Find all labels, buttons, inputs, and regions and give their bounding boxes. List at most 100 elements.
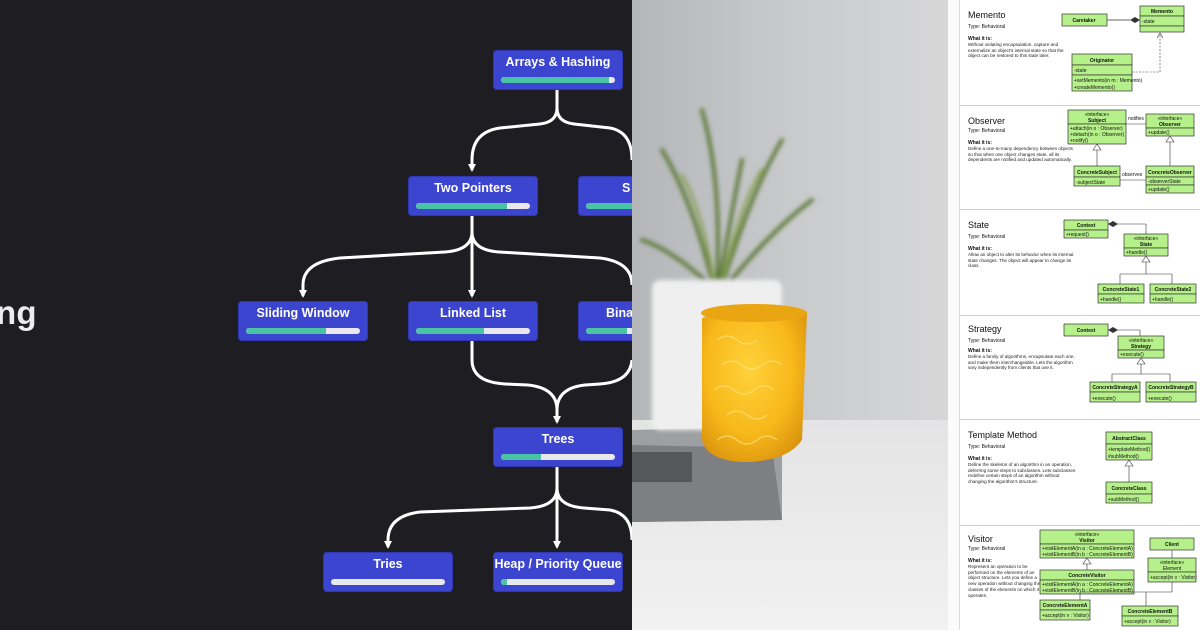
roadmap-panel: ng Arrays & Hashing S Two Pointers [0, 50, 632, 592]
progress-fill [501, 454, 541, 460]
svg-text:«interface»: «interface» [1160, 560, 1185, 566]
node-stack[interactable]: S [578, 176, 632, 216]
pattern-description: Define the skeleton of an algorithm in a… [968, 462, 1076, 485]
pattern-description: Represent an operation to be performed o… [968, 564, 1041, 598]
svg-text:ConcreteElementB: ConcreteElementB [1128, 609, 1173, 615]
pattern-memento: Memento Type: Behavioral What it is: Wit… [960, 0, 1200, 106]
svg-text:+accept(in v : Visitor): +accept(in v : Visitor) [1150, 575, 1197, 581]
svg-text:Context: Context [1077, 223, 1096, 229]
svg-text:+accept(in v : Visitor): +accept(in v : Visitor) [1042, 613, 1089, 619]
pattern-state: State Type: Behavioral What it is: Allow… [960, 210, 1200, 316]
svg-text:ConcreteStrategyA: ConcreteStrategyA [1092, 385, 1138, 391]
client-label: Client [1165, 542, 1179, 548]
svg-text:ConcreteClass: ConcreteClass [1111, 486, 1146, 492]
pattern-observer: Observer Type: Behavioral What it is: De… [960, 106, 1200, 210]
pattern-title: State [968, 220, 990, 230]
progress-fill [586, 203, 632, 209]
svg-text:Context: Context [1077, 328, 1096, 334]
pattern-type: Type: Behavioral [968, 546, 1006, 552]
strategy-label: Strategy [1131, 344, 1151, 350]
progress-fill [501, 579, 507, 585]
svg-text:+execute(): +execute() [1092, 396, 1116, 402]
observer-diagram: «interface» Subject +attach(in o : Obser… [1067, 109, 1195, 194]
svg-text:-observerState: -observerState [1148, 179, 1181, 185]
edge-arrays-stack [555, 107, 632, 161]
edge-binary-trees [555, 359, 632, 411]
svg-text:ConcreteVisitor: ConcreteVisitor [1068, 573, 1105, 579]
pattern-title: Memento [968, 10, 1006, 20]
svg-text:«interface»: «interface» [1075, 532, 1100, 538]
originator-method-1: +setMemento(in m : Memento) [1074, 78, 1143, 84]
originator-label: Originator [1090, 58, 1114, 64]
edge-two-pointers-sliding [299, 215, 474, 298]
pattern-type: Type: Behavioral [968, 444, 1006, 450]
svg-text:+handle(): +handle() [1152, 297, 1174, 303]
pattern-type: Type: Behavioral [968, 338, 1006, 344]
edge-trees-right [555, 487, 632, 541]
node-tries[interactable]: Tries [323, 552, 453, 592]
strategy-diagram: Context «interface» Strategy +execute() … [1063, 323, 1197, 403]
originator-method-2: +createMemento() [1074, 85, 1115, 91]
plant-and-cup-photo [632, 0, 948, 630]
sheet-gutter [948, 0, 960, 630]
state-label: State [1140, 242, 1152, 248]
caretaker-label: Caretaker [1072, 18, 1095, 24]
progress-fill [501, 77, 610, 83]
svg-text:ConcreteSubject: ConcreteSubject [1077, 170, 1117, 176]
state-diagram: Context +request() «interface» State +ha… [1063, 219, 1197, 304]
pattern-description: Define a family of algorithms, encapsula… [968, 354, 1075, 371]
svg-text:-subjectState: -subjectState [1076, 180, 1105, 186]
svg-text:+handle(): +handle() [1126, 250, 1148, 256]
node-sliding-window[interactable]: Sliding Window [238, 301, 368, 341]
what-it-is-label: What it is: [968, 246, 992, 252]
svg-text:«interface»: «interface» [1129, 338, 1154, 344]
pattern-description: Without violating encapsulation, capture… [968, 42, 1064, 59]
node-arrays-hashing[interactable]: Arrays & Hashing [493, 50, 623, 90]
svg-text:+accept(in v : Visitor): +accept(in v : Visitor) [1124, 619, 1171, 625]
photo-illustration [632, 0, 948, 630]
pattern-description: Define a one-to-many dependency between … [968, 146, 1073, 163]
what-it-is-label: What it is: [968, 348, 992, 354]
what-it-is-label: What it is: [968, 456, 992, 462]
element-label: Element [1163, 566, 1182, 572]
originator-attr: -state [1074, 68, 1087, 74]
svg-text:ConcreteObserver: ConcreteObserver [1148, 170, 1192, 176]
node-two-pointers[interactable]: Two Pointers [408, 176, 538, 216]
progress-fill [586, 328, 627, 334]
svg-text:+update(): +update() [1148, 187, 1170, 193]
node-linked-list[interactable]: Linked List [408, 301, 538, 341]
svg-text:+update(): +update() [1148, 130, 1170, 136]
svg-text:+detach(in o : Observer): +detach(in o : Observer) [1070, 132, 1124, 138]
pattern-title: Template Method [968, 430, 1038, 440]
what-it-is-label: What it is: [968, 558, 992, 564]
visitor-diagram: «interface» Visitor +visitElementA(in a … [1039, 529, 1197, 627]
svg-text:+handle(): +handle() [1100, 297, 1122, 303]
progress-fill [246, 328, 326, 334]
pattern-template-method: Template Method Type: Behavioral What it… [960, 420, 1200, 526]
progress-fill [416, 203, 508, 209]
svg-text:«interface»: «interface» [1085, 112, 1110, 118]
svg-text:+execute(): +execute() [1120, 352, 1144, 358]
svg-text:+visitElementB(in b : Concrete: +visitElementB(in b : ConcreteElementB) [1042, 588, 1133, 594]
pattern-type: Type: Behavioral [968, 24, 1006, 30]
edge-arrays-two-pointers [468, 90, 559, 172]
hero-heading-fragment: ng [0, 294, 37, 331]
observer-label: Observer [1159, 122, 1181, 128]
svg-text:+templateMethod(): +templateMethod() [1108, 447, 1150, 453]
svg-text:+notify(): +notify() [1070, 138, 1089, 144]
subject-label: Subject [1088, 118, 1106, 124]
notifies-label: notifies [1128, 116, 1144, 122]
observes-label: observes [1122, 172, 1143, 178]
roadmap-edges [299, 90, 632, 549]
node-trees[interactable]: Trees [493, 427, 623, 467]
svg-text:+execute(): +execute() [1148, 396, 1172, 402]
node-heap-priority-queue[interactable]: Heap / Priority Queue [493, 552, 623, 592]
node-binary-search[interactable]: Bina [578, 301, 632, 341]
svg-text:+subMethod(): +subMethod() [1108, 497, 1139, 503]
svg-text:+visitElementA(in a : Concrete: +visitElementA(in a : ConcreteElementA) [1042, 582, 1133, 588]
svg-text:ConcreteElementA: ConcreteElementA [1043, 603, 1088, 609]
svg-text:+attach(in o : Observer): +attach(in o : Observer) [1070, 126, 1123, 132]
pattern-title: Observer [968, 116, 1006, 126]
edge-linked-trees [470, 340, 561, 424]
what-it-is-label: What it is: [968, 140, 992, 146]
